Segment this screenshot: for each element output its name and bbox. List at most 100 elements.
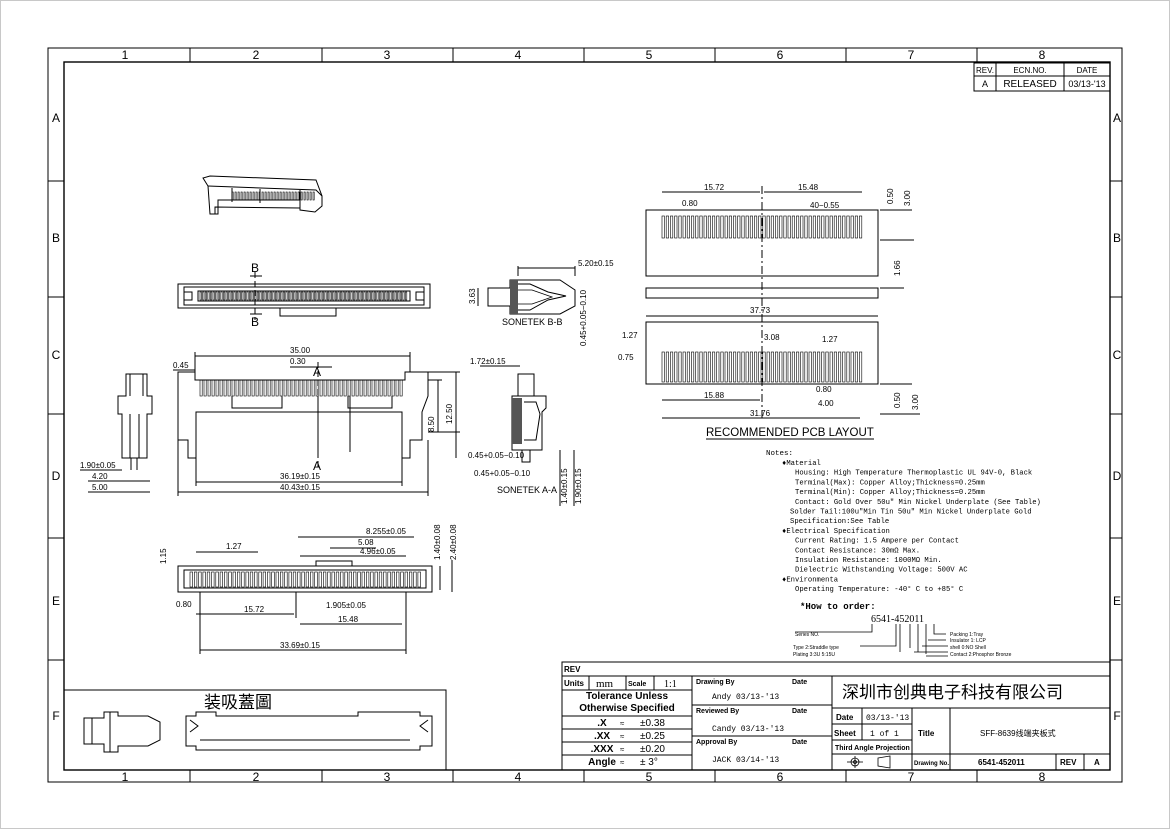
pcb-dim-127-left: 1.27 xyxy=(622,331,638,340)
contact xyxy=(237,191,240,201)
contact xyxy=(368,291,371,301)
contact xyxy=(256,291,259,301)
tb-units-value: mm xyxy=(596,678,614,690)
contact xyxy=(674,215,678,239)
ecn-value: RELEASED xyxy=(1003,79,1056,90)
contact xyxy=(314,291,317,301)
zone-row-label: E xyxy=(52,594,60,608)
pcb-dim-300-top: 3.00 xyxy=(903,190,912,206)
dim-aa-width: 1.72±0.15 xyxy=(470,357,506,366)
dim-045: 0.45 xyxy=(173,361,189,370)
contact xyxy=(202,571,206,588)
tb-scale-label: Scale xyxy=(628,681,646,688)
zone-row-label: D xyxy=(1113,469,1122,483)
dim-1250: 12.50 xyxy=(445,403,454,424)
tolerance-label: Angle xyxy=(588,757,616,768)
contact xyxy=(267,379,271,397)
contact xyxy=(699,351,703,383)
contact xyxy=(228,571,232,588)
pcb-dim-1588: 15.88 xyxy=(704,391,725,400)
contact xyxy=(343,379,347,397)
contact xyxy=(331,571,335,588)
contact xyxy=(804,215,808,239)
contact xyxy=(251,379,255,397)
contact xyxy=(288,291,291,301)
contact xyxy=(766,215,770,239)
contact xyxy=(275,379,279,397)
dim-aa-190: 1.90±0.15 xyxy=(574,468,583,504)
contact xyxy=(829,215,833,239)
tb-date-label-2: Date xyxy=(792,708,807,715)
contact xyxy=(264,291,267,301)
contact xyxy=(224,571,228,588)
tb-units-label: Units xyxy=(564,679,585,688)
contact xyxy=(223,291,226,301)
contact xyxy=(395,379,399,397)
contact xyxy=(812,215,816,239)
contact xyxy=(280,291,283,301)
contact xyxy=(678,351,682,383)
contact xyxy=(202,291,205,301)
pcb-dim-050-bottom: 0.50 xyxy=(893,392,902,408)
contact xyxy=(305,571,310,588)
zone-column-label: 8 xyxy=(1039,770,1046,784)
contact xyxy=(749,215,753,239)
contact xyxy=(339,379,343,397)
pcb-dim-080-bottom: 0.80 xyxy=(816,385,832,394)
contact xyxy=(728,215,732,239)
contact xyxy=(298,291,301,301)
zone-column-label: 5 xyxy=(646,770,653,784)
contact xyxy=(695,215,699,239)
contact xyxy=(207,291,210,301)
order-plating: Plating 3:3U 5:15U xyxy=(793,652,835,658)
contact xyxy=(396,571,400,588)
contact xyxy=(347,291,350,301)
contact xyxy=(359,379,363,397)
pcb-dim-400: 4.00 xyxy=(818,399,834,408)
contact xyxy=(791,351,795,383)
tb-drawing-no-label: Drawing No. xyxy=(914,761,949,767)
dim-1905: 1.905±0.05 xyxy=(326,601,367,610)
contact xyxy=(854,351,858,383)
contact xyxy=(223,379,227,397)
zone-column-label: 2 xyxy=(253,48,260,62)
contact xyxy=(707,215,711,239)
pcb-dim-050-top: 0.50 xyxy=(886,188,895,204)
contact xyxy=(720,351,724,383)
contact xyxy=(363,291,366,301)
zone-column-label: 8 xyxy=(1039,48,1046,62)
contact xyxy=(716,351,720,383)
contact xyxy=(311,379,315,397)
contact xyxy=(335,571,340,588)
dim-3619: 36.19±0.15 xyxy=(280,472,321,481)
tb-date-value: 03/13-'13 xyxy=(866,714,909,723)
contact xyxy=(394,291,397,301)
contact xyxy=(267,191,270,201)
contact xyxy=(284,571,288,588)
contact xyxy=(399,291,402,301)
contact xyxy=(370,571,374,588)
tb-approval-by: JACK 03/14-'13 xyxy=(712,756,779,765)
contact xyxy=(231,191,234,201)
contact xyxy=(353,291,356,301)
contact xyxy=(204,291,207,301)
zone-column-label: 2 xyxy=(253,770,260,784)
svg-text:≈: ≈ xyxy=(620,745,625,754)
dim-1572: 15.72 xyxy=(244,605,265,614)
contact xyxy=(754,351,758,383)
note-line: Dielectric Withstanding Voltage: 500V AC xyxy=(795,567,968,575)
zone-row-label: D xyxy=(52,469,61,483)
contact xyxy=(307,379,311,397)
zone-column-label: 1 xyxy=(122,48,129,62)
contact xyxy=(255,379,259,397)
contact xyxy=(290,291,293,301)
tb-approval-by-label: Approval By xyxy=(696,739,737,746)
contact xyxy=(301,291,304,301)
note-line: Insulation Resistance: 1000MΩ Min. xyxy=(795,557,942,565)
contact xyxy=(219,571,224,588)
contact xyxy=(674,351,678,383)
contact xyxy=(306,191,309,201)
